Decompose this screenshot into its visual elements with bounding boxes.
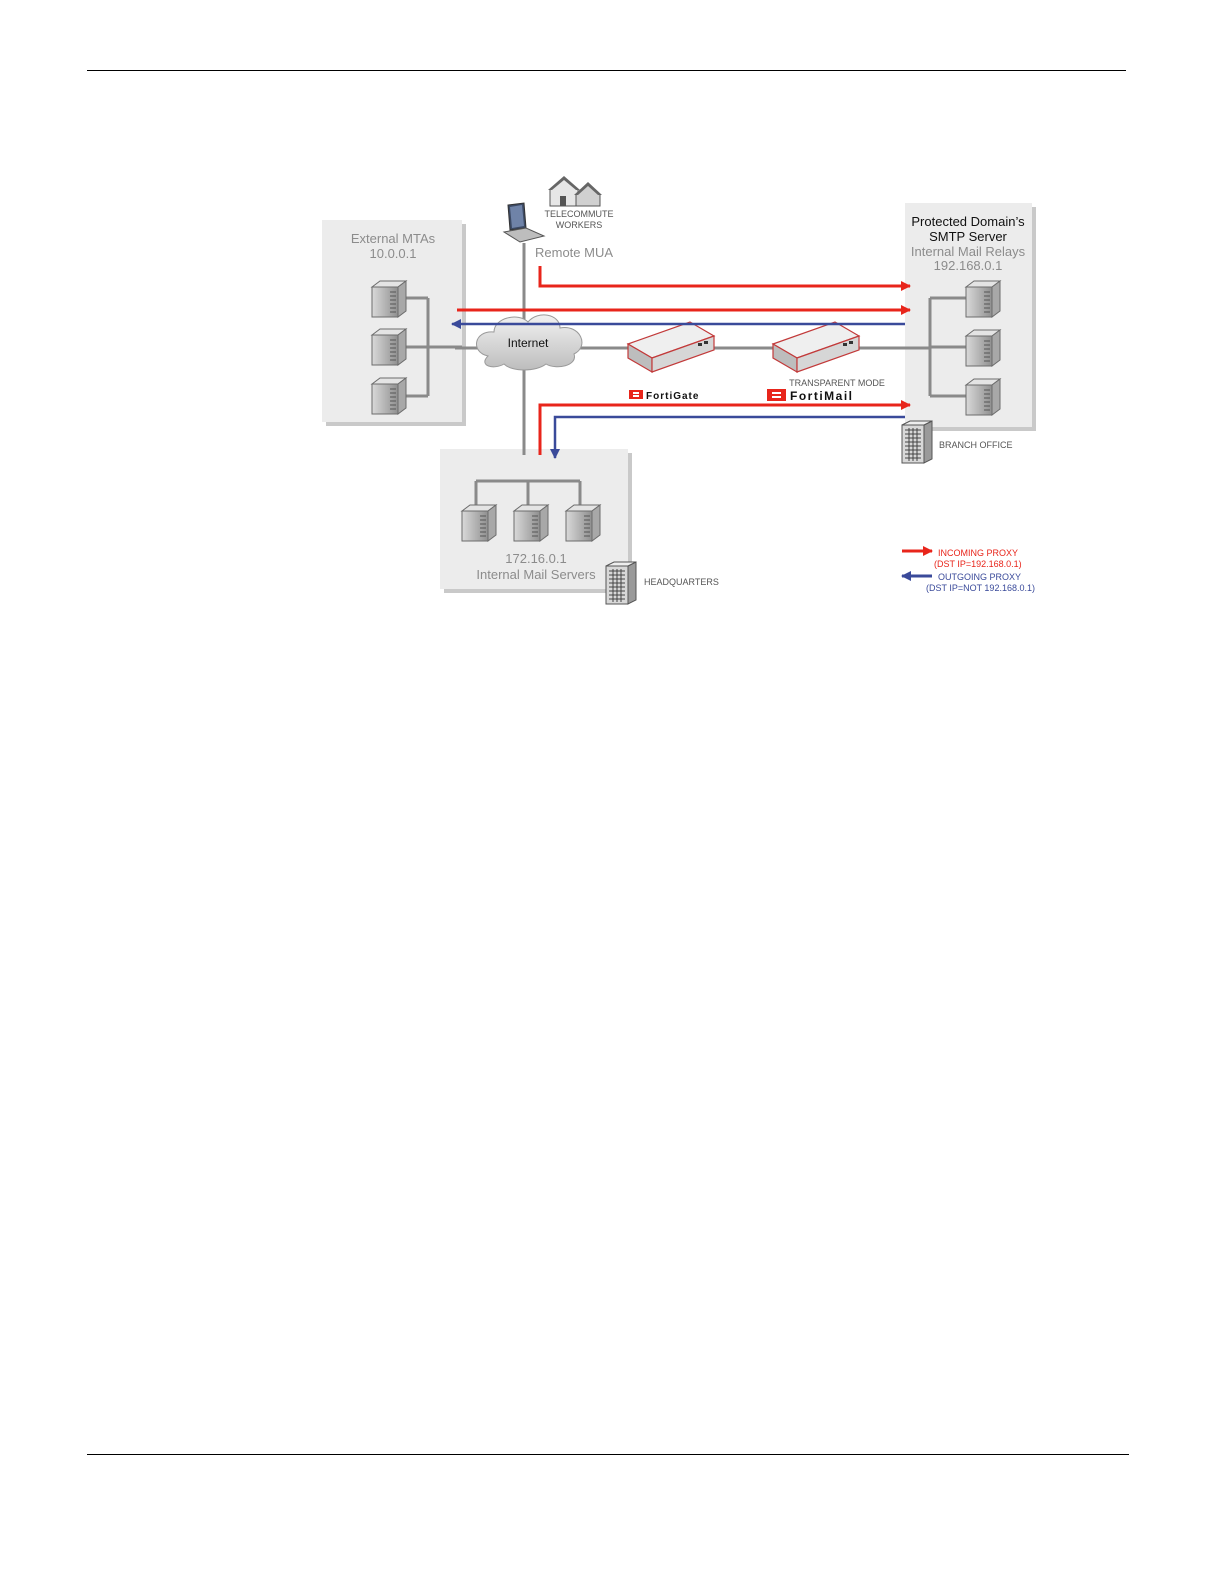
external-mtas-ip: 10.0.0.1 <box>370 246 417 261</box>
protected-domain-line2: SMTP Server <box>929 229 1007 244</box>
branch-office-building-icon <box>902 421 932 463</box>
fortimail-logo-text: FortiMail <box>790 389 854 403</box>
protected-domain-line3: Internal Mail Relays <box>911 244 1026 259</box>
internet-label: Internet <box>508 336 549 350</box>
internal-mail-server-icon <box>566 505 600 541</box>
fortigate-logo-text: FortiGate <box>646 391 699 402</box>
telecommute-label-line2: WORKERS <box>556 220 603 230</box>
fortimail-logo: FortiMail <box>767 389 854 403</box>
external-mta-server-icon <box>372 329 406 365</box>
external-mtas-title: External MTAs <box>351 231 436 246</box>
transparent-mode-label: TRANSPARENT MODE <box>789 378 885 388</box>
fortigate-logo: FortiGate <box>629 390 699 402</box>
headquarters-building-icon <box>606 562 636 604</box>
branch-office-label: BRANCH OFFICE <box>939 440 1013 450</box>
protected-domain-line1: Protected Domain’s <box>911 214 1025 229</box>
laptop-icon <box>504 203 544 242</box>
legend-outgoing-label: OUTGOING PROXY <box>938 572 1021 582</box>
legend-incoming-sub: (DST IP=192.168.0.1) <box>934 559 1022 569</box>
internal-mail-server-icon <box>514 505 548 541</box>
telecommute-label-line1: TELECOMMUTE <box>544 209 613 219</box>
legend-incoming-label: INCOMING PROXY <box>938 548 1018 558</box>
mail-relay-server-icon <box>966 281 1000 317</box>
external-mta-server-icon <box>372 378 406 414</box>
fortimail-appliance-icon <box>773 322 859 372</box>
house-icon <box>548 176 602 206</box>
legend: INCOMING PROXY (DST IP=192.168.0.1) OUTG… <box>902 548 1035 593</box>
protected-domain-ip: 192.168.0.1 <box>934 258 1003 273</box>
fortigate-appliance-icon <box>628 322 714 372</box>
internal-mail-server-icon <box>462 505 496 541</box>
remote-mua-label: Remote MUA <box>535 245 613 260</box>
mail-relay-server-icon <box>966 330 1000 366</box>
internal-servers-ip: 172.16.0.1 <box>505 551 566 566</box>
mail-relay-server-icon <box>966 379 1000 415</box>
internal-servers-title: Internal Mail Servers <box>476 567 596 582</box>
legend-outgoing-sub: (DST IP=NOT 192.168.0.1) <box>926 583 1035 593</box>
headquarters-label: HEADQUARTERS <box>644 577 719 587</box>
external-mta-server-icon <box>372 281 406 317</box>
